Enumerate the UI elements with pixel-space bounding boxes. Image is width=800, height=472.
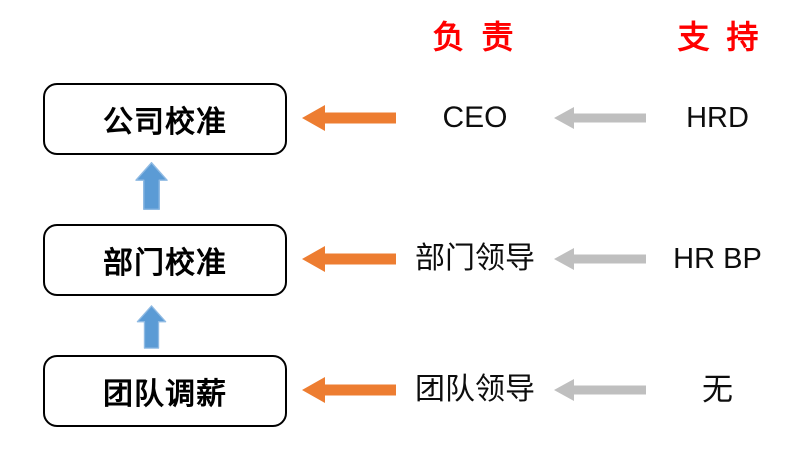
stage-box-team-salary-adjustment: 团队调薪 xyxy=(43,355,287,427)
support-label: 无 xyxy=(702,372,733,407)
column-header-support: 支 持 xyxy=(677,19,763,55)
stage-box-label: 部门校准 xyxy=(103,247,227,280)
column-header-responsible: 负 责 xyxy=(432,19,518,55)
support-left-arrow-icon xyxy=(554,248,646,270)
up-arrow-icon xyxy=(135,161,168,211)
responsible-label: 团队领导 xyxy=(415,373,535,406)
up-arrow-icon xyxy=(136,305,167,349)
support-left-arrow-icon xyxy=(554,379,646,401)
stage-box-company-calibration: 公司校准 xyxy=(43,83,287,155)
responsible-left-arrow-icon xyxy=(302,377,396,403)
support-label: HR BP xyxy=(673,243,762,275)
responsible-label: CEO xyxy=(442,101,508,134)
responsible-left-arrow-icon xyxy=(302,246,396,272)
support-label: HRD xyxy=(686,102,749,134)
responsible-label: 部门领导 xyxy=(415,242,535,275)
support-left-arrow-icon xyxy=(554,107,646,129)
stage-box-department-calibration: 部门校准 xyxy=(43,224,287,296)
stage-box-label: 团队调薪 xyxy=(103,378,227,411)
responsible-left-arrow-icon xyxy=(302,105,396,131)
stage-box-label: 公司校准 xyxy=(103,106,227,139)
